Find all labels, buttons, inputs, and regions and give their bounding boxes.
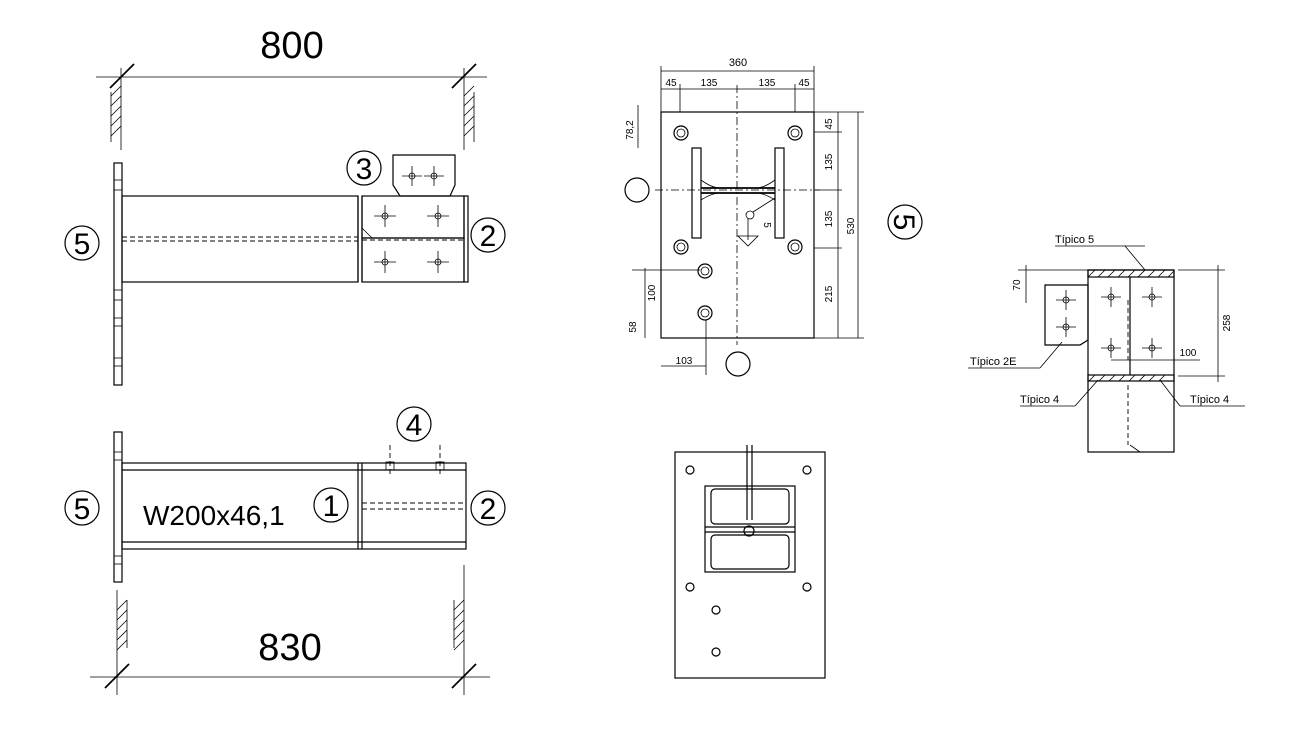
dim-bolt-spacing: 100	[647, 284, 658, 301]
dim-bolt-gauge: 100	[1180, 348, 1197, 359]
label-base-plate-mark: 5	[887, 214, 920, 231]
column-section	[691, 147, 785, 239]
dimension-830: 830	[258, 627, 321, 669]
anchor-bolts	[673, 125, 803, 321]
dim-overall-height: 530	[846, 217, 857, 234]
weld-size: 5	[761, 222, 772, 228]
dim-connection-height: 258	[1222, 314, 1233, 331]
typical-4-right-label: Típico 4	[1190, 394, 1229, 406]
label-member-3: 3	[356, 153, 373, 186]
wall-hatch-left-bottom	[116, 599, 128, 651]
dim-height-seg-1: 45	[824, 118, 835, 130]
typical-2e-label: Típico 2E	[970, 356, 1016, 368]
label-member-5-top: 5	[74, 228, 91, 261]
dim-top-offset: 70	[1012, 279, 1023, 291]
dim-height-seg-2: 135	[824, 153, 835, 170]
dim-bottom-edge: 58	[628, 321, 639, 333]
wall-hatch-right-bottom	[453, 599, 465, 651]
elevation-top: 800	[64, 25, 506, 386]
dim-height-seg-4: 215	[824, 285, 835, 302]
dim-bottom-offset: 103	[676, 356, 693, 367]
label-member-4: 4	[406, 409, 423, 442]
dim-width-seg-1: 45	[665, 78, 677, 89]
dim-edge-left: 78,2	[625, 120, 636, 140]
connection-detail: 70 258 100 Típico 5 Típico 2E Típico 4 T…	[968, 234, 1245, 453]
typical-4-left-label: Típico 4	[1020, 394, 1059, 406]
label-member-5-bottom: 5	[74, 493, 91, 526]
label-member-2-top: 2	[480, 220, 497, 253]
plate-plan	[674, 445, 826, 679]
dim-width-seg-4: 45	[798, 78, 810, 89]
wall-hatch-right	[463, 85, 475, 142]
bolt-group	[374, 205, 449, 273]
dimension-800: 800	[260, 25, 323, 67]
label-member-2-bottom: 2	[480, 493, 497, 526]
dim-width-seg-3: 135	[759, 78, 776, 89]
dim-overall-width: 360	[729, 57, 747, 69]
dim-height-seg-3: 135	[824, 210, 835, 227]
base-plate-detail: 360 45 135 135 45 45 135 135 215 530 78,…	[624, 57, 923, 377]
elevation-bottom: W200x46,1 4 5 1 2 830	[64, 406, 506, 695]
dim-width-seg-2: 135	[701, 78, 718, 89]
profile-label: W200x46,1	[143, 500, 285, 531]
wall-hatch-left	[110, 85, 122, 142]
label-member-1: 1	[323, 490, 340, 523]
typical-5-label: Típico 5	[1055, 234, 1094, 246]
